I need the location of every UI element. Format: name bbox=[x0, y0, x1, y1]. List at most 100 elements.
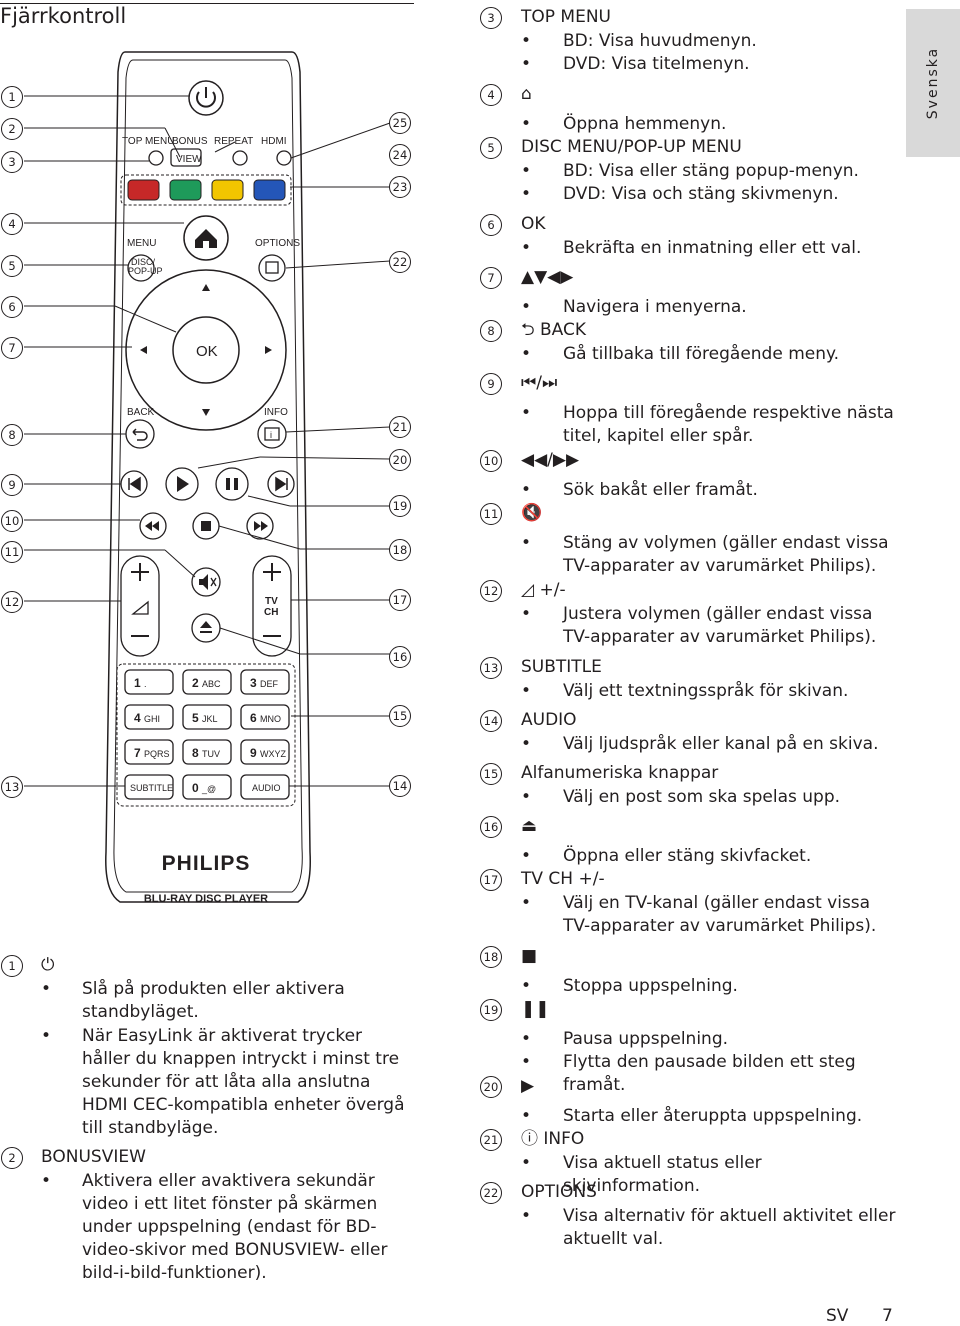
color-key-group[interactable] bbox=[120, 174, 292, 206]
bullet-dot: • bbox=[521, 344, 532, 364]
bullet-body: : Visa huvudmenyn. bbox=[587, 31, 757, 51]
bullet-text: Gå tillbaka till föregående meny. bbox=[563, 343, 899, 366]
bullet-body: : Visa titelmenyn. bbox=[600, 54, 750, 75]
info-button[interactable] bbox=[257, 419, 287, 449]
num-key-1[interactable] bbox=[124, 669, 174, 695]
play-icon bbox=[177, 476, 189, 492]
num-key-5[interactable] bbox=[182, 704, 232, 730]
callout-12: 12 bbox=[1, 591, 23, 613]
ok-button[interactable] bbox=[172, 316, 240, 384]
num-key-digit[interactable]: 5 bbox=[192, 711, 199, 725]
repeat-button[interactable] bbox=[232, 150, 248, 166]
rewind-icon bbox=[145, 521, 159, 531]
item-number: 10 bbox=[480, 450, 502, 472]
item-heading: ⮌ BACK bbox=[521, 320, 587, 340]
popup-label: POP-UP bbox=[128, 266, 163, 276]
bullet-text: Stoppa uppspelning. bbox=[563, 975, 899, 998]
item-heading: AUDIO bbox=[521, 710, 577, 730]
bullet-body: Stäng av volymen (gäller endast vissa TV… bbox=[563, 533, 889, 576]
bullet-body: Flytta den pausade bilden ett steg framå… bbox=[563, 1052, 856, 1096]
num-key-letters[interactable]: WXYZ bbox=[260, 749, 287, 759]
num-key-2[interactable] bbox=[182, 669, 232, 695]
num-key-letters[interactable]: GHI bbox=[144, 714, 160, 724]
bullet-dot: • bbox=[521, 184, 532, 205]
page-title: Fjärrkontroll bbox=[0, 4, 127, 28]
up-arrow-icon bbox=[202, 284, 210, 291]
options-button[interactable] bbox=[258, 254, 286, 282]
channel-rocker[interactable] bbox=[252, 555, 292, 657]
bullet-dot: • bbox=[521, 1106, 532, 1126]
item-number: 18 bbox=[480, 946, 502, 968]
item-number: 14 bbox=[480, 710, 502, 732]
callout-19: 19 bbox=[389, 495, 411, 517]
numeric-keypad bbox=[116, 663, 296, 807]
num-key-6[interactable] bbox=[240, 704, 290, 730]
num-key-digit[interactable]: 9 bbox=[250, 746, 257, 760]
callout-21: 21 bbox=[389, 416, 411, 438]
num-key-letters[interactable]: _@ bbox=[201, 784, 216, 794]
color-key-1[interactable] bbox=[127, 179, 160, 201]
bullet-text: Välj ett textningsspråk för skivan. bbox=[563, 680, 899, 703]
disc-menu-button[interactable] bbox=[127, 254, 155, 282]
callout-22: 22 bbox=[389, 251, 411, 273]
num-key-letters[interactable]: TUV bbox=[202, 749, 220, 759]
callout-18: 18 bbox=[389, 539, 411, 561]
bullet-body: Starta eller återuppta uppspelning. bbox=[563, 1106, 863, 1126]
num-key-0[interactable] bbox=[182, 774, 232, 800]
bullet-text: Öppna eller stäng skivfacket. bbox=[563, 845, 899, 868]
num-key-4[interactable] bbox=[124, 704, 174, 730]
item-heading: ◀◀/▶▶ bbox=[521, 450, 580, 470]
subtitle-label: SUBTITLE bbox=[130, 783, 173, 793]
bullet-text: Stäng av volymen (gäller endast vissa TV… bbox=[563, 532, 899, 578]
bullet-body: Öppna eller stäng skivfacket. bbox=[563, 846, 812, 866]
eject-icon bbox=[200, 621, 212, 633]
color-key-3[interactable] bbox=[211, 179, 244, 201]
bullet-dot: • bbox=[521, 238, 532, 258]
num-key-digit[interactable]: 4 bbox=[134, 711, 141, 725]
num-key-letters[interactable]: PQRS bbox=[144, 749, 170, 759]
bullet-body: Pausa uppspelning. bbox=[563, 1029, 729, 1049]
num-key-9[interactable] bbox=[240, 739, 290, 765]
num-key-digit[interactable]: 7 bbox=[134, 746, 141, 760]
num-key-3[interactable] bbox=[240, 669, 290, 695]
item-number: 2 bbox=[1, 1147, 23, 1169]
volume-rocker[interactable] bbox=[120, 555, 160, 657]
num-key-digit[interactable]: 0 bbox=[192, 781, 199, 795]
hdmi-button[interactable] bbox=[276, 150, 292, 166]
bullet-dot: • bbox=[521, 480, 532, 500]
callout-7: 7 bbox=[1, 337, 23, 359]
num-key-letters[interactable]: DEF bbox=[260, 679, 279, 689]
pause-icon bbox=[226, 478, 230, 490]
num-key-digit[interactable]: 3 bbox=[250, 676, 257, 690]
bullet-body: Bekräfta en inmatning eller ett val. bbox=[563, 238, 862, 258]
next-icon bbox=[275, 476, 288, 492]
color-key-4[interactable] bbox=[253, 179, 286, 201]
bullet-prefix: BD bbox=[563, 31, 588, 51]
subtitle-button[interactable] bbox=[124, 774, 174, 800]
color-key-2[interactable] bbox=[169, 179, 202, 201]
pause-button[interactable] bbox=[215, 467, 249, 501]
top-menu-button[interactable] bbox=[148, 150, 164, 166]
num-key-digit[interactable]: 1 bbox=[134, 676, 141, 690]
bullet-text: Justera volymen (gäller endast vissa TV-… bbox=[563, 603, 899, 649]
bullet-text: Välj ljudspråk eller kanal på en skiva. bbox=[563, 733, 899, 756]
num-key-letters[interactable]: . bbox=[144, 679, 147, 689]
audio-button[interactable] bbox=[240, 774, 290, 800]
num-key-letters[interactable]: MNO bbox=[260, 714, 281, 724]
back-button[interactable] bbox=[125, 419, 155, 449]
num-key-8[interactable] bbox=[182, 739, 232, 765]
num-key-digit[interactable]: 8 bbox=[192, 746, 199, 760]
down-arrow-icon bbox=[202, 409, 210, 416]
num-key-7[interactable] bbox=[124, 739, 174, 765]
num-key-digit[interactable]: 6 bbox=[250, 711, 257, 725]
item-heading: 🔇 bbox=[521, 503, 543, 523]
top-rule bbox=[0, 3, 414, 4]
bullet-dot: • bbox=[521, 681, 532, 701]
num-key-letters[interactable]: JKL bbox=[202, 714, 218, 724]
bullet-text: Sök bakåt eller framåt. bbox=[563, 479, 899, 502]
bullet-text: Välj en TV-kanal (gäller endast vissa TV… bbox=[563, 892, 899, 938]
num-key-digit[interactable]: 2 bbox=[192, 676, 199, 690]
item-number: 17 bbox=[480, 869, 502, 891]
bullet-text: DVD: Visa och stäng skivmenyn. bbox=[563, 183, 899, 206]
num-key-letters[interactable]: ABC bbox=[202, 679, 221, 689]
